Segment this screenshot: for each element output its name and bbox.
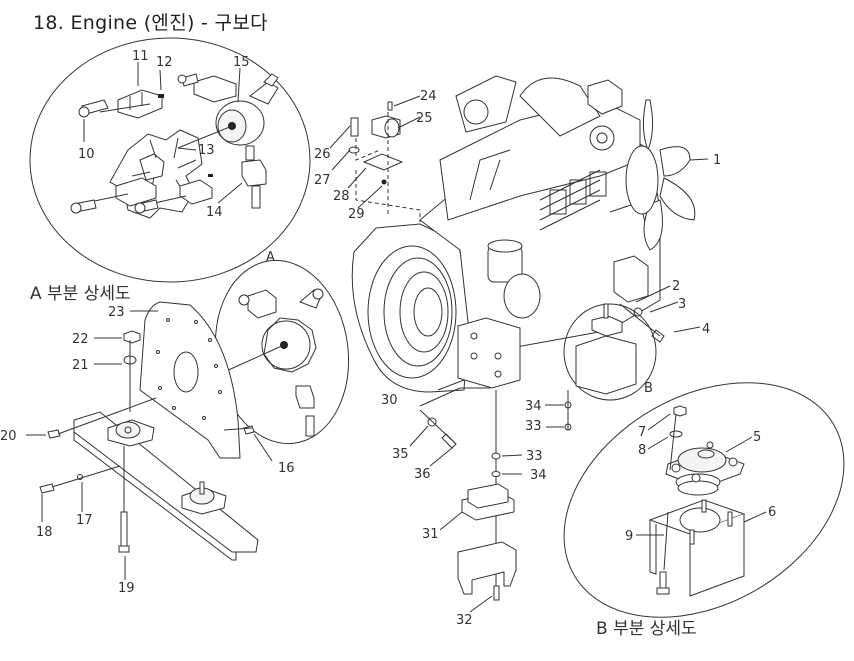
callout-32: 32	[456, 613, 473, 628]
callout-14: 14	[206, 205, 223, 220]
coupling-detail-circle	[29, 37, 311, 283]
callout-3: 3	[678, 297, 686, 312]
callout-6: 6	[768, 505, 776, 520]
detail-b-small-circle	[563, 303, 657, 401]
cooling-fan-drawing	[625, 99, 696, 251]
callout-33a: 33	[525, 419, 542, 434]
callout-34a: 34	[525, 399, 542, 414]
callout-18: 18	[36, 525, 53, 540]
detail-a-caption: A 부분 상세도	[30, 284, 131, 304]
callout-7: 7	[638, 425, 646, 440]
callout-10: 10	[78, 147, 95, 162]
bracket-group-24-29	[329, 95, 421, 222]
page-title: 18. Engine (엔진) - 구보다	[33, 12, 268, 34]
callout-1: 1	[713, 153, 721, 168]
detail-b-caption: B 부분 상세도	[596, 619, 697, 639]
detail-a-circle	[214, 259, 350, 445]
callout-27: 27	[314, 173, 331, 188]
engine-body-drawing	[351, 75, 696, 407]
detail-b-marker: B	[644, 381, 653, 396]
callout-28: 28	[333, 189, 350, 204]
mount-stack-31-36	[409, 379, 572, 613]
callout-23: 23	[108, 305, 125, 320]
callout-5: 5	[753, 430, 761, 445]
callout-16: 16	[278, 461, 295, 476]
callout-34b: 34	[530, 468, 547, 483]
callout-26: 26	[314, 147, 331, 162]
callout-36: 36	[414, 467, 431, 482]
callout-11: 11	[132, 49, 149, 64]
detail-a-marker: A	[266, 250, 275, 265]
callout-19: 19	[118, 581, 135, 596]
callout-15: 15	[233, 55, 250, 70]
callout-labels: 1 2 3 4 5 6 7 8 9 10 11 12 13 14 15 16 1…	[0, 49, 776, 639]
callout-30: 30	[381, 393, 398, 408]
callout-29: 29	[348, 207, 365, 222]
callout-24: 24	[420, 89, 437, 104]
detail-b-circle	[563, 158, 845, 618]
callout-4: 4	[702, 322, 710, 337]
callout-33b: 33	[526, 449, 543, 464]
callout-22: 22	[72, 332, 89, 347]
callout-20: 20	[0, 429, 17, 444]
callout-21: 21	[72, 358, 89, 373]
callout-17: 17	[76, 513, 93, 528]
callout-13: 13	[198, 143, 215, 158]
callout-25: 25	[416, 111, 433, 126]
callout-9: 9	[625, 529, 633, 544]
callout-35: 35	[392, 447, 409, 462]
callout-2: 2	[672, 279, 680, 294]
callout-8: 8	[638, 443, 646, 458]
flywheel-plate-assembly	[26, 301, 273, 580]
callout-12: 12	[156, 55, 173, 70]
callout-31: 31	[422, 527, 439, 542]
